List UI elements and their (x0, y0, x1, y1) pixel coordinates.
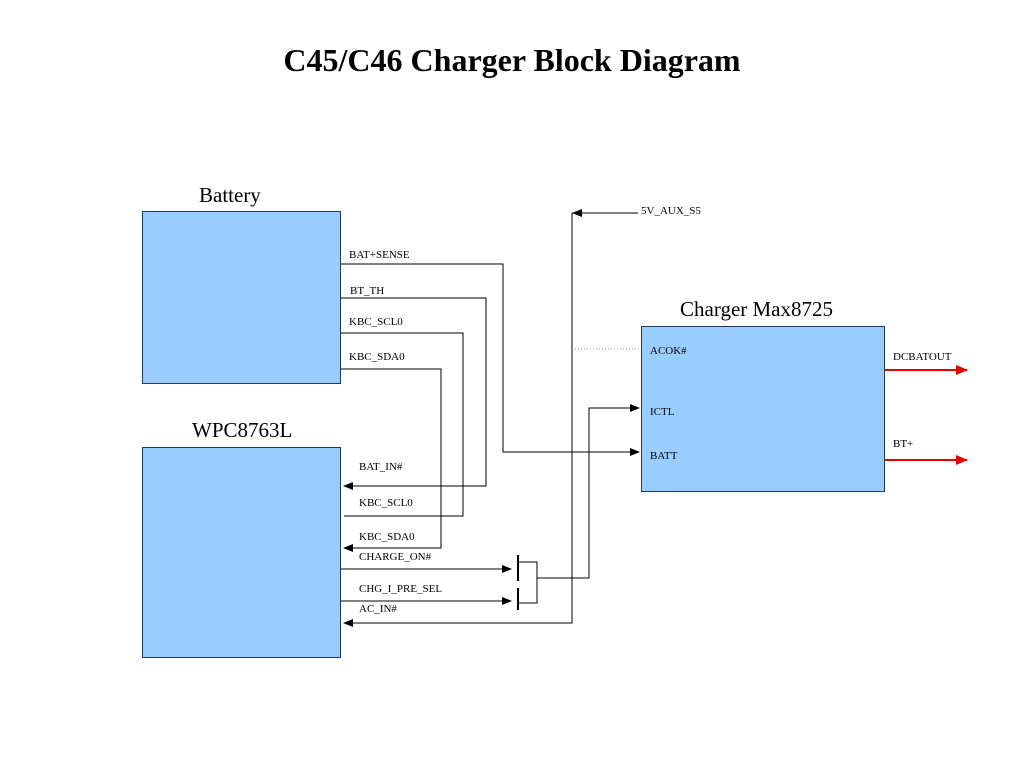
label-5v-aux: 5V_AUX_S5 (641, 205, 701, 217)
label-ac-in: AC_IN# (359, 603, 397, 615)
label-kbc-sda0-wpc: KBC_SDA0 (359, 531, 415, 543)
wpc-label: WPC8763L (192, 418, 293, 442)
label-ictl: ICTL (650, 406, 675, 418)
label-bt-th: BT_TH (350, 285, 385, 297)
wire-ac-in (343, 213, 573, 627)
wire-bat-sense (341, 263, 640, 456)
battery-block (142, 211, 341, 384)
label-acok: ACOK# (650, 345, 687, 357)
label-bat-sense: BAT+SENSE (349, 249, 410, 261)
wire-ictl (537, 404, 640, 579)
label-dcbatout: DCBATOUT (893, 351, 952, 363)
label-kbc-scl0-wpc: KBC_SCL0 (359, 497, 413, 509)
battery-label: Battery (199, 183, 261, 207)
label-bat-in: BAT_IN# (359, 461, 403, 473)
charger-label: Charger Max8725 (680, 297, 833, 321)
label-charge-on: CHARGE_ON# (359, 551, 432, 563)
wire-bt-th (341, 297, 487, 490)
label-kbc-scl0-batt: KBC_SCL0 (349, 316, 403, 328)
label-kbc-sda0-batt: KBC_SDA0 (349, 351, 405, 363)
label-batt: BATT (650, 450, 678, 462)
transistor-drain (518, 561, 538, 604)
wire-kbc-sda0 (341, 368, 442, 552)
page-title: C45/C46 Charger Block Diagram (283, 42, 741, 78)
wpc-block (142, 447, 341, 658)
label-chg-i-pre-sel: CHG_I_PRE_SEL (359, 583, 443, 595)
label-bt-plus: BT+ (893, 438, 914, 450)
wire-kbc-scl0 (341, 332, 464, 517)
charger-block (641, 326, 885, 492)
